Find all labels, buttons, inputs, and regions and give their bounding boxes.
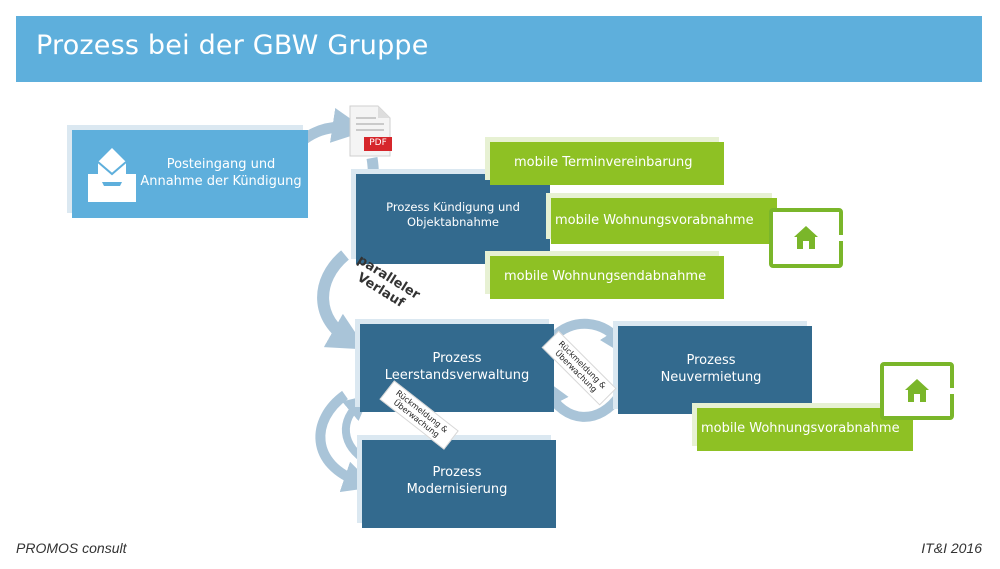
pdf-label: PDF (369, 138, 387, 148)
box-modernisierung-label: Prozess Modernisierung (406, 465, 508, 497)
box-neuvermietung-label: Prozess Neuvermietung (660, 353, 762, 385)
green-termin-label: mobile Terminvereinbarung (514, 155, 693, 171)
footer-company: PROMOS consult (16, 540, 127, 556)
tablet-home-icon (769, 208, 843, 268)
box-kuendigung-label: Prozess Kündigung und Objektabnahme (386, 200, 520, 229)
footer-event: IT&I 2016 (921, 540, 982, 556)
arrow-modern-down (315, 390, 376, 492)
green-endabnahme: mobile Wohnungsendabnahme (490, 256, 724, 299)
green-vorabnahme-2-label: mobile Wohnungsvorabnahme (701, 421, 900, 437)
page-title: Prozess bei der GBW Gruppe (36, 30, 429, 61)
box-kuendigung: Prozess Kündigung und Objektabnahme (356, 174, 550, 264)
header-bar: Prozess bei der GBW Gruppe (16, 16, 982, 82)
box-posteingang-label: Posteingang und Annahme der Kündigung (140, 157, 302, 189)
box-posteingang: Posteingang und Annahme der Kündigung (72, 130, 308, 218)
pdf-file-icon: PDF (348, 104, 392, 158)
box-modernisierung: Prozess Modernisierung (362, 440, 556, 528)
arrow-modern-up (341, 394, 371, 466)
green-vorabnahme-2: mobile Wohnungsvorabnahme (697, 408, 913, 451)
green-endabnahme-label: mobile Wohnungsendabnahme (504, 269, 707, 285)
green-termin: mobile Terminvereinbarung (490, 142, 724, 185)
box-neuvermietung: Prozess Neuvermietung (618, 326, 812, 414)
green-vorabnahme: mobile Wohnungsvorabnahme (551, 198, 777, 244)
tablet-home-icon-2 (880, 362, 954, 420)
arrow-parallel (317, 250, 367, 350)
green-vorabnahme-label: mobile Wohnungsvorabnahme (555, 212, 754, 228)
mail-inbox-icon (86, 142, 138, 204)
box-leerstand-label: Prozess Leerstandsverwaltung (384, 351, 530, 383)
